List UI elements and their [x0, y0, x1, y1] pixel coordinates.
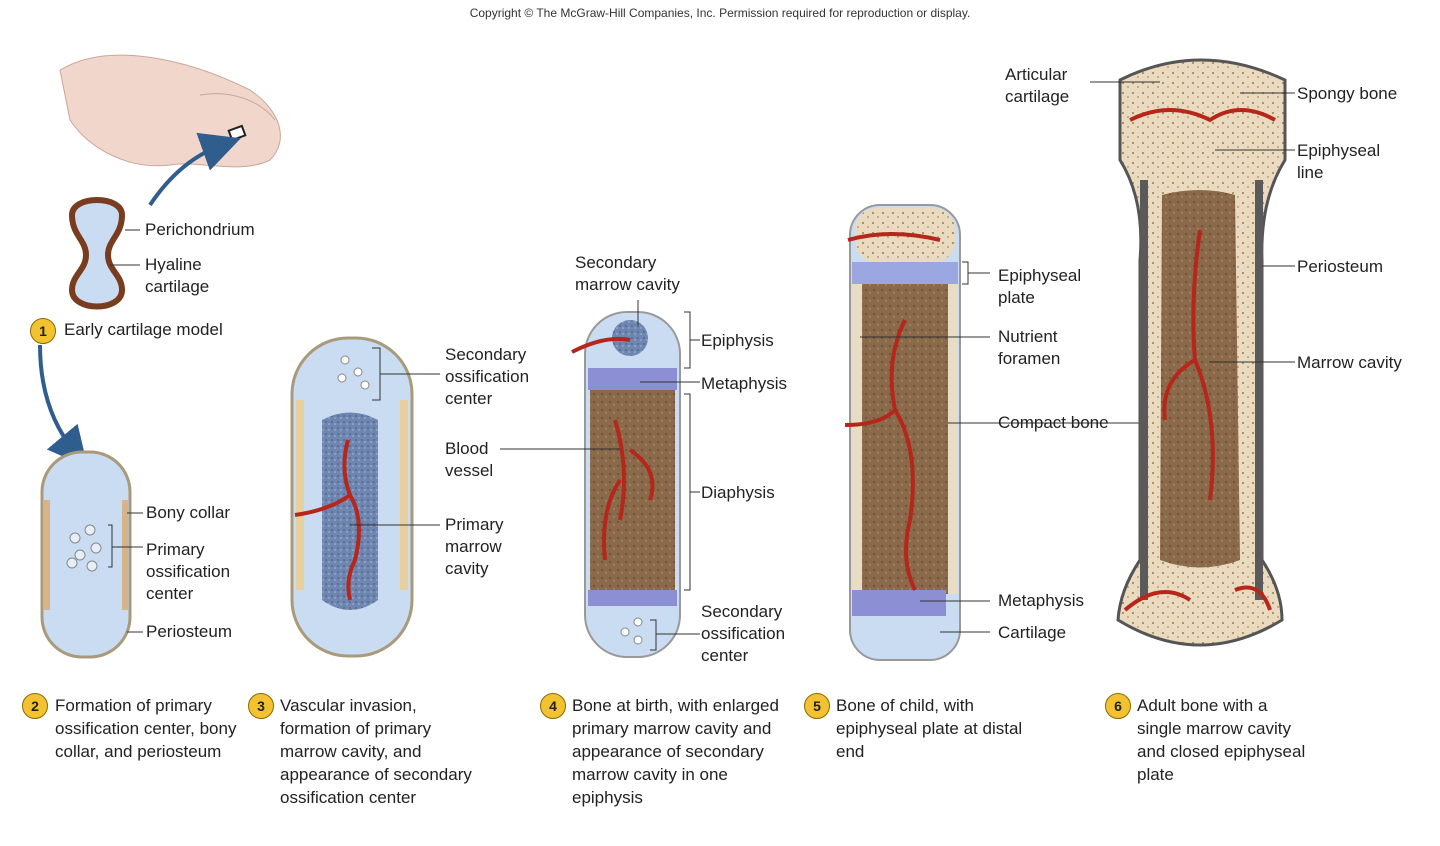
- stage6-caption: Adult bone with a single marrow cavity a…: [1137, 696, 1306, 784]
- stage1-caption: Early cartilage model: [64, 320, 223, 339]
- label-blood-vessel: Blood vessel: [445, 439, 494, 480]
- label-epiphyseal-line: Epiphyseal line: [1297, 141, 1381, 182]
- label-epiphyseal-plate: Epiphyseal plate: [998, 266, 1082, 307]
- label-periosteum-stage2: Periosteum: [146, 622, 232, 641]
- label-secondary-marrow-cavity: Secondary marrow cavity: [575, 253, 680, 294]
- label-nutrient-foramen: Nutrient foramen: [998, 327, 1061, 368]
- label-hyaline-cartilage: Hyaline cartilage: [145, 255, 210, 296]
- label-spongy-bone: Spongy bone: [1297, 84, 1398, 103]
- label-metaphysis-stage5: Metaphysis: [998, 591, 1084, 610]
- stage5-caption: Bone of child, with epiphyseal plate at …: [836, 696, 1023, 761]
- stage6-bone: [1090, 58, 1295, 647]
- label-epiphysis: Epiphysis: [701, 331, 774, 350]
- label-primary-marrow-cavity: Primary marrow cavity: [445, 515, 504, 578]
- label-secondary-ossification-center-stage4: Secondary ossification center: [701, 602, 786, 665]
- label-cartilage: Cartilage: [998, 623, 1067, 642]
- label-perichondrium: Perichondrium: [145, 220, 255, 239]
- stage5-number-badge: 5: [804, 693, 830, 719]
- stage4-caption: Bone at birth, with enlarged primary mar…: [572, 696, 779, 807]
- stage2-number-badge: 2: [22, 693, 48, 719]
- label-periosteum-stage6: Periosteum: [1297, 257, 1383, 276]
- hand-illustration: [59, 54, 281, 168]
- label-secondary-ossification-center-stage3: Secondary ossification center: [445, 345, 530, 408]
- copyright-notice: Copyright © The McGraw-Hill Companies, I…: [469, 6, 971, 20]
- zoom-arrow-icon: [148, 132, 241, 207]
- stage2-caption: Formation of primary ossification center…: [55, 696, 237, 761]
- stage1-number-badge: 1: [30, 318, 56, 344]
- stage3-caption: Vascular invasion, formation of primary …: [280, 696, 472, 807]
- stage1-cartilage-model: [68, 197, 140, 310]
- stage2-bone: [40, 450, 143, 659]
- stage3-bone: [290, 336, 440, 658]
- label-compact-bone: Compact bone: [998, 413, 1109, 432]
- stage6-number-badge: 6: [1105, 693, 1131, 719]
- sequence-arrow-icon: [38, 344, 88, 468]
- stage4-number-badge: 4: [540, 693, 566, 719]
- label-primary-ossification-center: Primary ossification center: [146, 540, 231, 603]
- stage5-bone: [844, 204, 1175, 661]
- label-bony-collar: Bony collar: [146, 503, 231, 522]
- label-metaphysis-stage4: Metaphysis: [701, 374, 787, 393]
- stage4-bone: [500, 300, 700, 658]
- label-articular-cartilage: Articular cartilage: [1005, 65, 1070, 106]
- label-marrow-cavity: Marrow cavity: [1297, 353, 1402, 372]
- stage3-number-badge: 3: [248, 693, 274, 719]
- label-diaphysis: Diaphysis: [701, 483, 775, 502]
